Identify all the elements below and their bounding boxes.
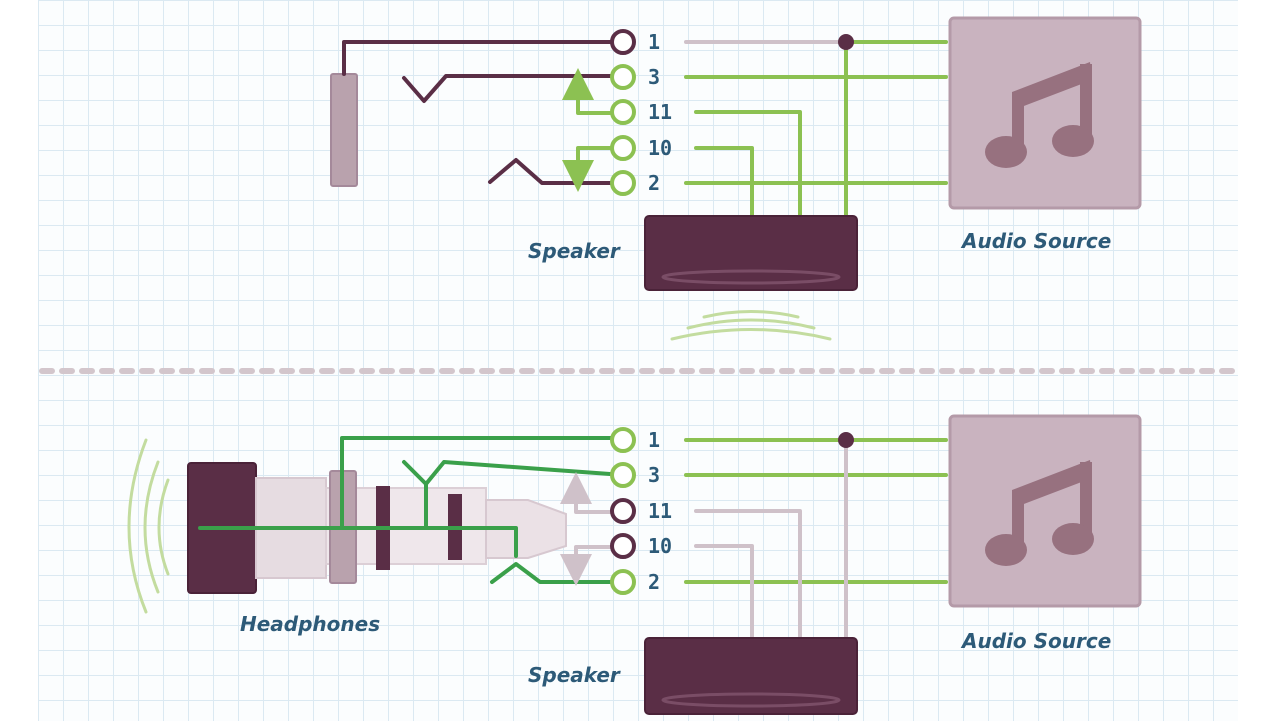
plug-tip [485,499,567,559]
speaker-label: Speaker [528,663,621,687]
speaker-cone [661,692,841,708]
switch-link-3-11 [562,68,612,115]
audio-source-label: Audio Source [960,229,1111,253]
headphone-plug [187,462,567,594]
ground-junction-dot [838,34,854,50]
pin-label-11: 11 [648,499,672,523]
pin-node-10 [610,533,636,559]
pin-node-3 [610,64,636,90]
headphones-label: Headphones [240,612,380,636]
pin-label-2: 2 [648,570,660,594]
pin-node-2 [610,569,636,595]
pin-node-1 [610,29,636,55]
audio-source-box [948,414,1142,608]
pin-node-1 [610,427,636,453]
tip-spring-contact [402,460,612,486]
headphone-sound-waves [127,438,170,614]
pin-label-3: 3 [648,463,660,487]
pin-label-1: 1 [648,30,660,54]
speaker-label: Speaker [528,239,621,263]
pin-label-3: 3 [648,65,660,89]
pin-node-3 [610,462,636,488]
ring-spring-contact [490,562,612,584]
audio-source-label: Audio Source [960,629,1111,653]
music-note-icon [985,460,1094,566]
switch-link-10-2 [562,146,612,192]
pin-node-11 [610,99,636,125]
switch-link-3-11 [560,472,612,514]
pin-label-10: 10 [648,136,672,160]
pin-node-10 [610,135,636,161]
pin-label-2: 2 [648,171,660,195]
wire-11-speaker [694,509,802,640]
speaker-cone [661,269,841,285]
sleeve-wire [340,436,614,474]
pin-label-11: 11 [648,100,672,124]
wire-10-speaker [694,146,754,218]
switch-link-10-2 [560,545,612,586]
speaker-sound-waves [670,310,832,341]
ground-junction-dot [838,432,854,448]
ring-spring-contact [488,158,612,185]
bottom-panel: Headphones 1 3 11 10 2 Speaker [127,414,1142,715]
wire-11-speaker [694,110,802,218]
pin-label-1: 1 [648,428,660,452]
sleeve-wire [342,40,614,76]
audio-source-box [948,16,1142,210]
pin-node-11 [610,498,636,524]
wire-10-speaker [694,544,754,640]
plug-wire-tip [198,526,518,558]
top-panel: 1 3 11 10 2 Speaker Audio Source [330,16,1142,341]
tip-spring-contact [402,74,612,103]
pin-node-2 [610,170,636,196]
pin-label-10: 10 [648,534,672,558]
jack-sleeve-contact [330,73,358,187]
music-note-icon [985,62,1094,168]
